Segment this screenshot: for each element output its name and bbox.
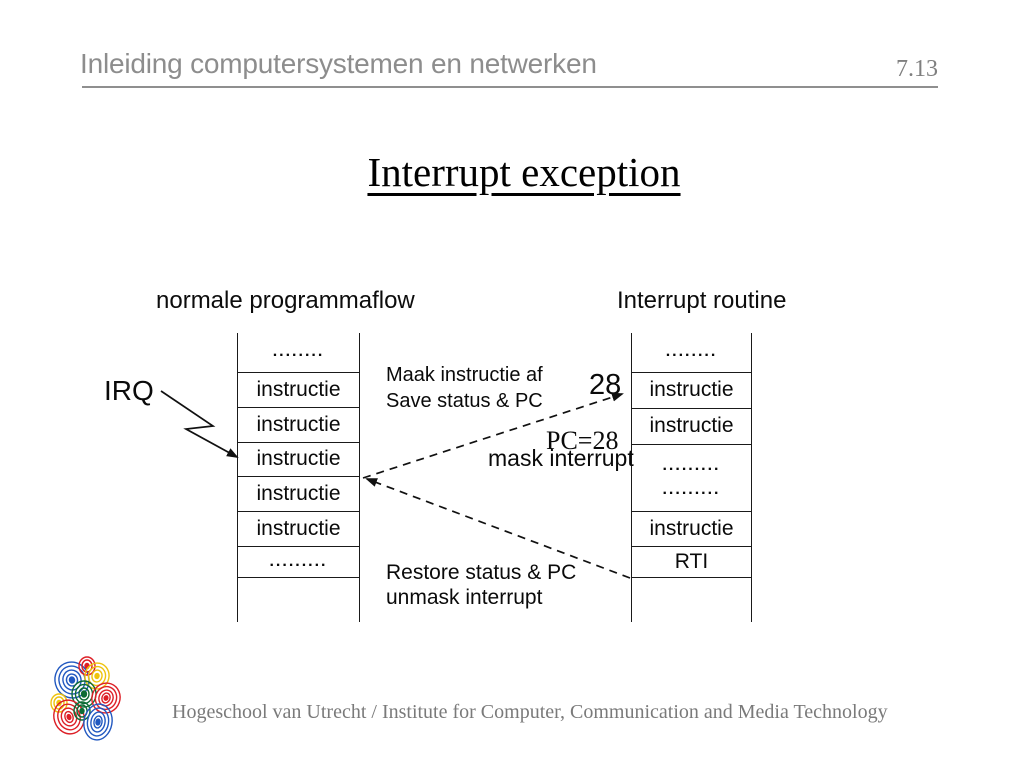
annotation-return-line1: Restore status & PC: [386, 561, 577, 584]
header-divider: [82, 86, 938, 88]
annotation-return-line2: unmask interrupt: [386, 586, 543, 609]
routine-cell-instruction: instructie: [632, 373, 751, 409]
irq-label: IRQ: [104, 375, 154, 406]
annotation-entry-line2: Save status & PC: [386, 390, 543, 412]
annotation-interrupt-entry: Maak instructie af Save status & PC: [386, 362, 543, 414]
annotation-return: Restore status & PC unmask interrupt: [386, 560, 576, 610]
footer-institution: Hogeschool van Utrecht / Institute for C…: [172, 701, 888, 723]
irq-zigzag-arrow: [160, 390, 239, 458]
flow-cell-instruction: instructie: [238, 477, 359, 512]
flow-cell-instruction: instructie: [238, 443, 359, 477]
routine-dots-line: .........: [662, 481, 721, 498]
annotation-entry-line1: Maak instructie af: [386, 364, 543, 386]
program-flow-column: ........ instructie instructie instructi…: [237, 333, 360, 622]
hogeschool-logo-icon: [50, 656, 121, 741]
interrupt-routine-column: ........ instructie instructie .........…: [631, 333, 752, 622]
left-column-label: normale programmaflow: [156, 287, 415, 314]
flow-cell-dots: ........: [238, 333, 359, 373]
routine-cell-rti: RTI: [632, 547, 751, 578]
routine-cell-empty: [632, 578, 751, 622]
annotation-vector-value: 28: [589, 369, 622, 401]
flow-cell-empty: [238, 578, 359, 622]
routine-cell-dots: ........: [632, 333, 751, 373]
routine-cell-dots-tall: ......... .........: [632, 445, 751, 512]
routine-dots-line: .........: [662, 457, 721, 474]
flow-cell-instruction: instructie: [238, 512, 359, 547]
annotation-mask-interrupt: mask interrupt: [488, 445, 634, 471]
flow-cell-instruction: instructie: [238, 408, 359, 443]
right-column-label: Interrupt routine: [617, 287, 787, 314]
routine-cell-instruction: instructie: [632, 512, 751, 547]
flow-cell-dots: .........: [238, 547, 359, 578]
flow-cell-instruction: instructie: [238, 373, 359, 408]
course-title: Inleiding computersystemen en netwerken: [80, 48, 597, 79]
routine-cell-instruction: instructie: [632, 409, 751, 445]
slide-number: 7.13: [896, 56, 938, 82]
page-title: Interrupt exception: [367, 149, 681, 195]
